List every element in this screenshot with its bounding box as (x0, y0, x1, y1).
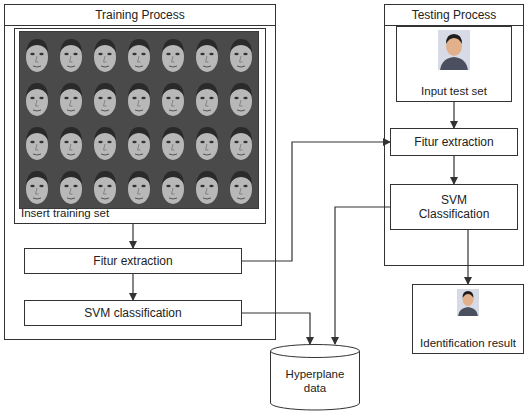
node-label: Hyperplane data (276, 368, 354, 396)
process-box: Fitur extraction (24, 248, 242, 274)
node-label: Insert training set (21, 207, 109, 221)
node-label: SVM classification (84, 306, 181, 320)
test-photo (438, 30, 470, 70)
node-label: Input test set (421, 85, 487, 99)
connector (132, 224, 133, 248)
frame-heading: Training Process (5, 5, 275, 26)
process-frame: Training ProcessInsert training setFitur… (4, 4, 276, 340)
node-label: SVM Classification (409, 193, 499, 222)
image-box: Insert training set (14, 28, 266, 224)
process-box: SVM classification (24, 300, 242, 326)
frame-heading: Testing Process (385, 5, 523, 26)
node-label: Fitur extraction (93, 254, 172, 268)
database-cylinder: Hyperplane data (270, 344, 360, 410)
connector (453, 102, 454, 128)
node-label: Fitur extraction (414, 135, 493, 149)
connector (335, 207, 390, 344)
connector (453, 156, 454, 184)
node-label: Identification result (420, 337, 516, 351)
result-photo (457, 289, 479, 316)
training-faces (19, 31, 259, 209)
process-box: SVM Classification (390, 184, 518, 230)
connector (242, 142, 390, 261)
image-box: Input test set (396, 26, 512, 102)
connector (467, 230, 468, 284)
process-box: Fitur extraction (390, 128, 518, 156)
process-frame: Testing ProcessInput test setFitur extra… (384, 4, 524, 266)
image-box: Identification result (412, 284, 524, 354)
connector (132, 274, 133, 300)
